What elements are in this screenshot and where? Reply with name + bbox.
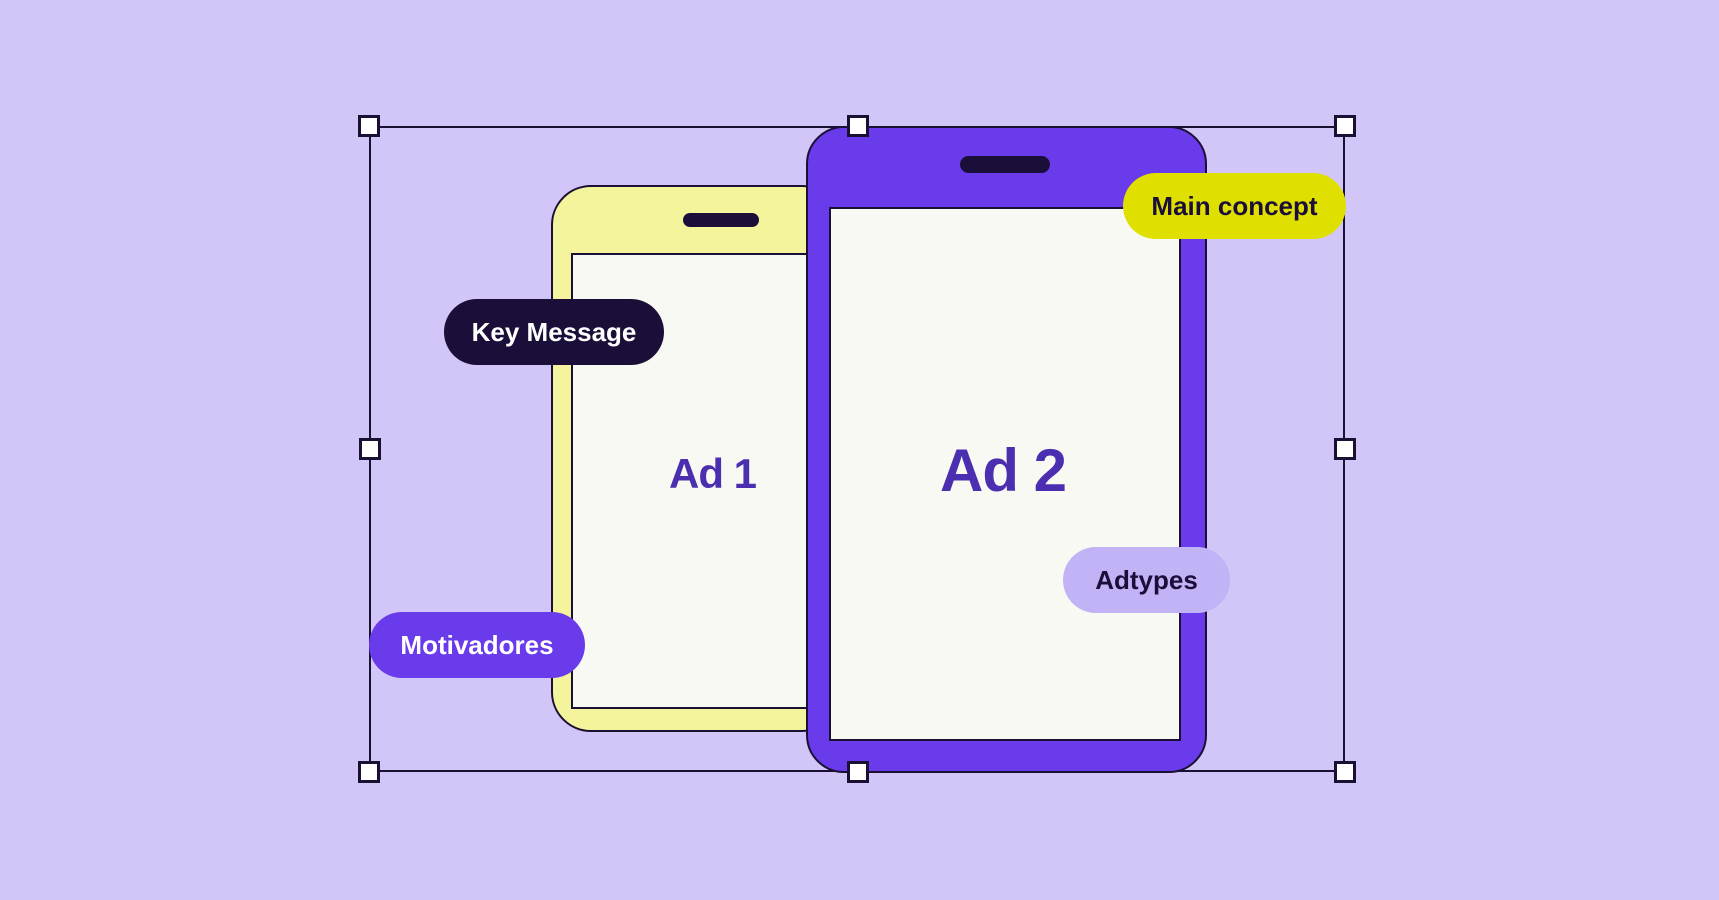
speaker-slot [960, 156, 1050, 173]
phone-screen [829, 207, 1181, 741]
phone-ad-1 [551, 185, 841, 732]
ad-1-label: Ad 1 [669, 450, 757, 497]
main-concept-tag: Main concept [1123, 173, 1346, 239]
resize-handle-bottom-left[interactable] [358, 761, 380, 783]
resize-handle-middle-right[interactable] [1334, 438, 1356, 460]
resize-handle-top-right[interactable] [1334, 115, 1356, 137]
ad-2-label: Ad 2 [940, 437, 1067, 504]
phone-screen [571, 253, 831, 709]
adtypes-tag: Adtypes [1063, 547, 1230, 613]
key-message-tag: Key Message [444, 299, 664, 365]
resize-handle-top-left[interactable] [358, 115, 380, 137]
resize-handle-middle-left[interactable] [359, 438, 381, 460]
resize-handle-top-center[interactable] [847, 115, 869, 137]
speaker-slot [683, 213, 759, 227]
resize-handle-bottom-center[interactable] [847, 761, 869, 783]
motivadores-tag: Motivadores [369, 612, 585, 678]
resize-handle-bottom-right[interactable] [1334, 761, 1356, 783]
